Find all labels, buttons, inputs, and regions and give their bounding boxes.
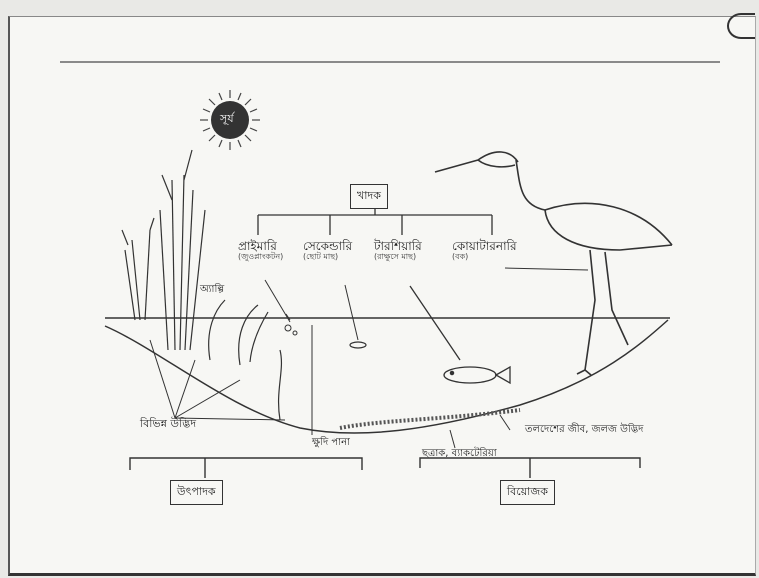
consumer-tree <box>258 205 492 235</box>
primary-pointer <box>265 280 290 322</box>
consumer-primary: প্রাইমারি (জুওপ্লাংকটন) <box>238 240 283 262</box>
bottom-brackets <box>130 458 640 478</box>
consumer-tertiary-sub: (রাক্ষুসে মাছ) <box>374 253 422 262</box>
decomposer-box: বিয়োজক <box>500 480 555 505</box>
algae-label: অ্যাল্গি <box>200 284 224 295</box>
bottom-life-label: তলদেশের জীব, জলজ উদ্ভিদ <box>525 424 643 435</box>
consumer-secondary-sub: (ছোট মাছ) <box>303 253 352 262</box>
small-fish-icon <box>345 285 366 348</box>
consumer-tertiary: টারশিয়ারি (রাক্ষুসে মাছ) <box>374 240 422 262</box>
sun-label: সূর্য <box>220 113 234 125</box>
producer-box: উৎপাদক <box>170 480 223 505</box>
fish-icon <box>410 286 510 383</box>
heron-icon <box>435 152 672 375</box>
consumer-quaternary-sub: (বক) <box>452 253 517 262</box>
producer-links <box>150 325 510 448</box>
quaternary-pointer <box>505 268 588 270</box>
bacteria-label: ছত্রাক, ব্যাকটেরিয়া <box>422 448 497 459</box>
consumer-secondary: সেকেন্ডারি (ছোট মাছ) <box>303 240 352 262</box>
consumer-primary-sub: (জুওপ্লাংকটন) <box>238 253 283 262</box>
floating-plants-label: ক্ষুদি পানা <box>312 437 350 448</box>
varied-plants-label: বিভিন্ন উদ্ভিদ <box>140 418 196 430</box>
consumer-quaternary: কোয়াটারনারি (বক) <box>452 240 517 262</box>
consumer-box: খাদক <box>350 184 388 209</box>
